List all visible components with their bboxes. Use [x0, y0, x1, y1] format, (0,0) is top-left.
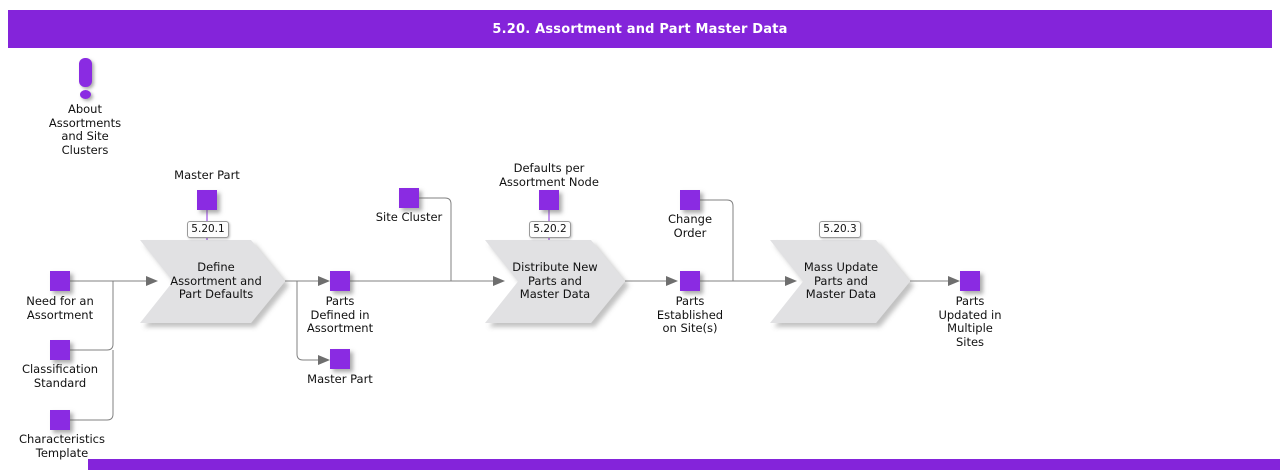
step3-label[interactable]: Mass Update Parts and Master Data	[803, 260, 879, 301]
step1-chevron-shape[interactable]	[140, 240, 285, 323]
master-part-out-label: Master Part	[307, 372, 373, 386]
arrow-into-established-icon	[666, 276, 678, 286]
wire-branch-master-part	[296, 281, 318, 361]
master-part-out-icon[interactable]	[330, 349, 350, 369]
change-order-icon[interactable]	[680, 190, 700, 210]
parts-established-icon[interactable]	[680, 271, 700, 291]
site-cluster-label: Site Cluster	[375, 210, 443, 224]
classification-standard-icon[interactable]	[50, 340, 70, 360]
change-order-label: Change Order	[667, 212, 713, 240]
arrow-into-parts-defined-icon	[318, 276, 330, 286]
step3-badge[interactable]: 5.20.3	[819, 221, 861, 238]
diagram-footer-bar	[88, 459, 1280, 470]
step3-chevron-shape[interactable]	[770, 240, 910, 323]
wire-classification-bus	[70, 281, 114, 351]
about-note-label: About Assortments and Site Clusters	[48, 102, 122, 157]
step1-label[interactable]: Define Assortment and Part Defaults	[170, 260, 262, 301]
need-assortment-icon[interactable]	[50, 271, 70, 291]
wire-site-cluster-join	[419, 197, 452, 281]
exclamation-icon[interactable]	[79, 58, 92, 87]
classification-standard-label: Classification Standard	[21, 362, 99, 390]
step2-label[interactable]: Distribute New Parts and Master Data	[512, 260, 598, 301]
parts-updated-label: Parts Updated in Multiple Sites	[938, 294, 1002, 349]
defaults-node-label: Defaults per Assortment Node	[499, 161, 599, 189]
parts-established-label: Parts Established on Site(s)	[656, 294, 724, 335]
step2-chevron-shape[interactable]	[485, 240, 625, 323]
arrow-into-step2-icon	[493, 276, 505, 286]
exclamation-icon-dot[interactable]	[80, 90, 91, 99]
master-part-top-icon[interactable]	[197, 190, 217, 210]
site-cluster-icon[interactable]	[399, 188, 419, 208]
step1-badge[interactable]: 5.20.1	[187, 221, 229, 238]
step2-badge[interactable]: 5.20.2	[529, 221, 571, 238]
parts-defined-icon[interactable]	[330, 271, 350, 291]
arrow-into-step1-icon	[146, 276, 158, 286]
master-part-top-label: Master Part	[174, 168, 240, 182]
characteristics-template-label: Characteristics Template	[19, 432, 105, 460]
parts-defined-label: Parts Defined in Assortment	[306, 294, 374, 335]
defaults-node-icon[interactable]	[539, 190, 559, 210]
diagram-title-bar: 5.20. Assortment and Part Master Data	[8, 10, 1272, 48]
arrow-into-updated-icon	[948, 276, 960, 286]
need-assortment-label: Need for an Assortment	[26, 294, 94, 322]
parts-updated-icon[interactable]	[960, 271, 980, 291]
arrow-into-master-part-icon	[318, 355, 330, 365]
wire-characteristics-bus	[70, 350, 114, 421]
characteristics-template-icon[interactable]	[50, 410, 70, 430]
wire-change-order-join	[700, 199, 734, 281]
arrow-into-step3-icon	[785, 276, 797, 286]
page-title: 5.20. Assortment and Part Master Data	[492, 21, 788, 37]
